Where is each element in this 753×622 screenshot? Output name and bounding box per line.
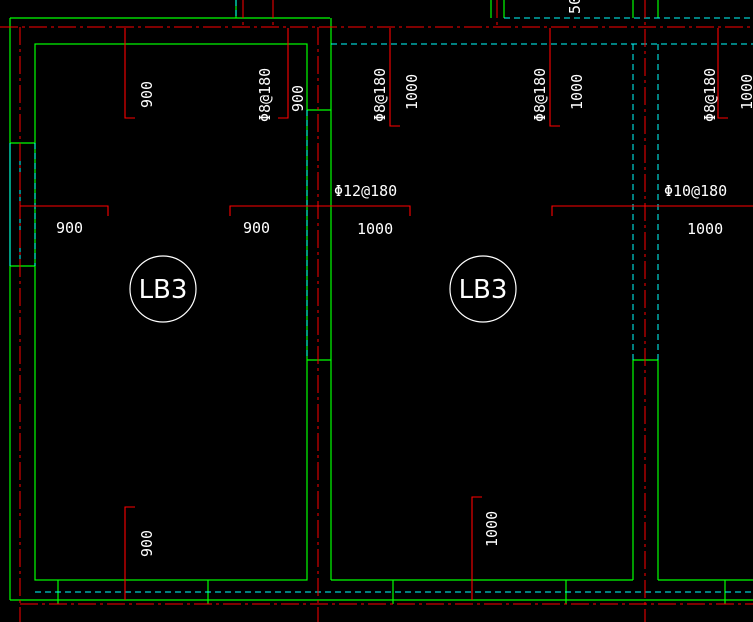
rebar-bars: [20, 28, 753, 600]
extension-label: 1000: [483, 511, 501, 547]
bar-spec-label: Φ8@180: [701, 68, 719, 122]
bar-spec-label: Φ8@180: [256, 68, 274, 122]
extension-label: 900: [138, 530, 156, 557]
extension-label: 1000: [357, 220, 393, 238]
extension-label: 1000: [568, 74, 586, 110]
panel-label: LB3: [139, 275, 188, 305]
bar-spec-label: Φ10@180: [664, 182, 727, 200]
extension-label: 900: [138, 81, 156, 108]
extension-label: 900: [243, 219, 270, 237]
panel-tag-1: LB3: [129, 255, 197, 323]
panel-label: LB3: [459, 275, 508, 305]
extension-label: 1000: [403, 74, 421, 110]
extension-label: 50: [566, 0, 584, 14]
extension-label: 1000: [738, 74, 753, 110]
hidden-solid: [9, 143, 21, 266]
extension-label: 900: [289, 85, 307, 112]
bar-spec-label: Φ12@180: [334, 182, 397, 200]
hidden-lines: [34, 0, 753, 593]
panel-tag-circle: [449, 255, 517, 323]
bar-spec-label: Φ8@180: [531, 68, 549, 122]
bar-spec-label: Φ8@180: [371, 68, 389, 122]
panel-tag-2: LB3: [449, 255, 517, 323]
extension-label: 900: [56, 219, 83, 237]
extension-label: 1000: [687, 220, 723, 238]
panel-tag-circle: [129, 255, 197, 323]
